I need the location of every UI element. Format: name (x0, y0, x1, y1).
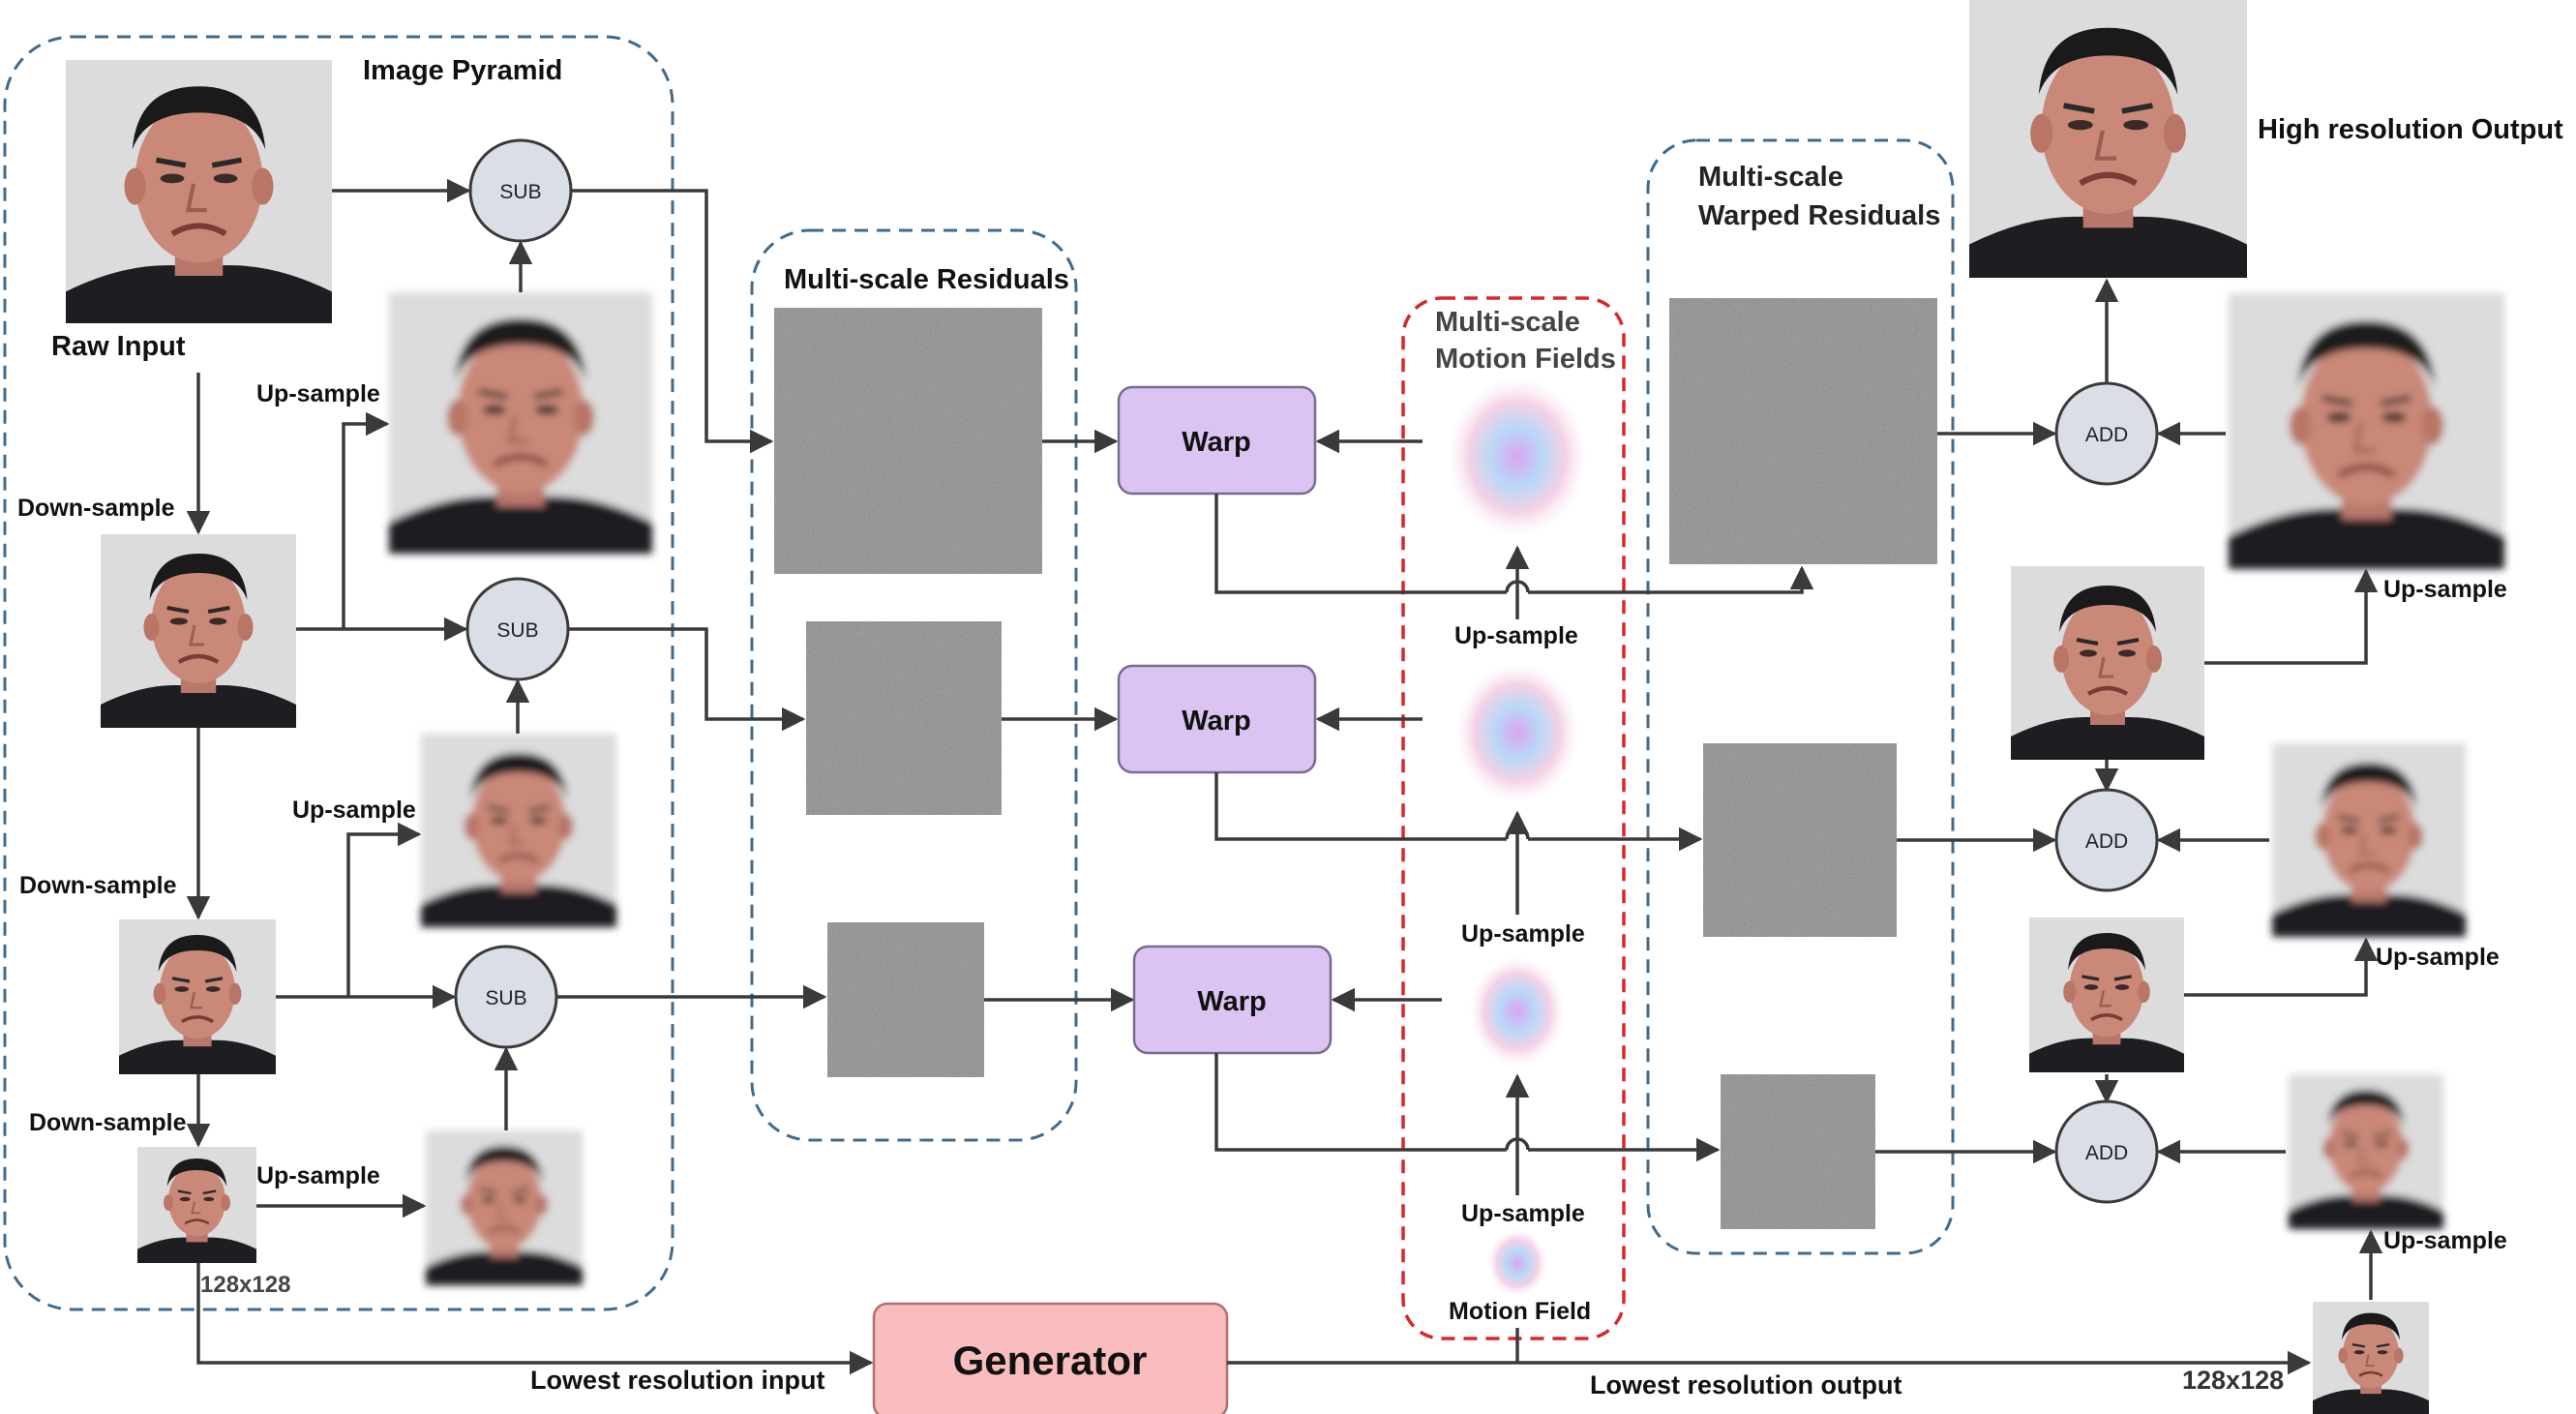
image-pyramid-title: Image Pyramid (363, 55, 562, 86)
out-level2-face (2011, 566, 2204, 760)
generator-arrows (196, 1263, 2312, 1375)
up-sample-label-o1: Up-sample (2383, 576, 2507, 603)
upsampled-level3-face (426, 1130, 583, 1285)
out-level3-face (2029, 918, 2184, 1072)
warped-residuals-title-line2: Warped Residuals (1698, 200, 1940, 231)
output-arrows (1875, 278, 2383, 1300)
up-sample-label-o3: Up-sample (2383, 1227, 2507, 1254)
warp-box-3-label: Warp (1197, 986, 1266, 1017)
motion-warp-arrows (1214, 429, 1814, 1363)
lowest-res-input-label: Lowest resolution input (530, 1366, 825, 1395)
residual-medium (806, 621, 1002, 815)
up-sample-label-m1: Up-sample (1454, 622, 1578, 649)
warped-residuals-title-line1: Multi-scale (1698, 162, 1843, 193)
upsampled-out-level3-face (2289, 1074, 2443, 1229)
upsampled-level1-face (389, 292, 652, 554)
warped-residual-large (1669, 298, 1937, 564)
upsampled-out-level2-face (2272, 743, 2466, 937)
motion-field-smallest (1488, 1230, 1546, 1296)
down-sample-label-p3: Down-sample (29, 1109, 187, 1136)
upsampled-level2-face (421, 734, 616, 927)
add-op-1-label: ADD (2085, 424, 2128, 446)
upsampled-out-level1-face (2229, 293, 2504, 569)
up-sample-label-p3: Up-sample (256, 1162, 380, 1189)
down-sample-label-p1: Down-sample (17, 495, 175, 522)
up-sample-label-p1: Up-sample (256, 380, 380, 407)
up-sample-label-m2: Up-sample (1461, 920, 1585, 948)
up-sample-label-o2: Up-sample (2376, 944, 2500, 971)
motion-fields-title-line1: Multi-scale (1435, 307, 1580, 338)
motion-field-medium (1457, 665, 1577, 800)
image-pyramid-group (3, 35, 674, 1311)
warped-residual-medium (1703, 743, 1897, 937)
warp-box-2-label: Warp (1182, 706, 1250, 737)
motion-field-small (1471, 958, 1564, 1065)
lowest-res-output-face (2313, 1302, 2429, 1414)
raw-input-label: Raw Input (51, 331, 186, 362)
motion-fields-title-line2: Motion Fields (1435, 344, 1616, 375)
multiscale-residuals-group (750, 228, 1078, 1142)
up-sample-label-m3: Up-sample (1461, 1200, 1585, 1227)
warped-residuals-group (1646, 138, 1955, 1255)
high-res-output-face (1969, 0, 2247, 278)
residual-arrows (556, 189, 1135, 1012)
sub-op-2-label: SUB (496, 619, 538, 642)
motion-fields-group (1401, 296, 1626, 1340)
pyramid-arrows (186, 178, 533, 1218)
pyramid-level4-face (137, 1147, 256, 1263)
raw-input-face (66, 60, 332, 323)
output-size-label: 128x128 (2182, 1366, 2284, 1395)
warp-box-1-label: Warp (1182, 427, 1250, 458)
input-size-label: 128x128 (200, 1272, 290, 1298)
up-sample-label-p2: Up-sample (292, 797, 416, 824)
generator-box (872, 1302, 1229, 1414)
warped-residual-small (1721, 1074, 1875, 1229)
multiscale-residuals-title: Multi-scale Residuals (784, 264, 1069, 295)
residual-small (827, 922, 984, 1077)
pyramid-level2-face (101, 534, 296, 728)
sub-op-3-label: SUB (485, 987, 526, 1009)
high-res-output-label: High resolution Output (2258, 114, 2563, 145)
sub-op-1-label: SUB (499, 181, 541, 203)
pyramid-level3-face (119, 919, 276, 1074)
add-op-2-label: ADD (2085, 830, 2128, 853)
lowest-res-output-label: Lowest resolution output (1590, 1370, 1902, 1399)
generator-label: Generator (953, 1338, 1148, 1383)
motion-field-large (1450, 379, 1585, 534)
warp-box-3 (1132, 945, 1333, 1055)
down-sample-label-p2: Down-sample (19, 872, 177, 899)
residual-large (774, 308, 1042, 574)
add-op-3-label: ADD (2085, 1142, 2128, 1164)
motion-field-label: Motion Field (1449, 1298, 1591, 1325)
